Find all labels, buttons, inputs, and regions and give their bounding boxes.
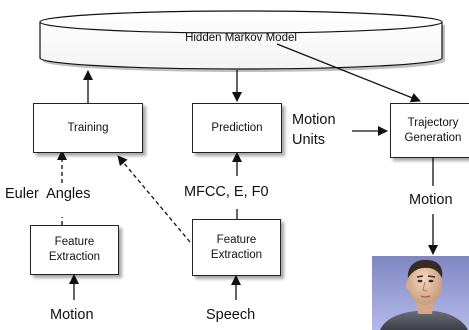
trajectory-generation-line1: Trajectory: [407, 116, 459, 129]
motion-units-line1: Motion: [292, 112, 336, 128]
feature-extraction-mid-line2: Extraction: [210, 248, 263, 261]
mfcc-label: MFCC, E, F0: [184, 184, 269, 200]
prediction-box: Prediction: [192, 103, 282, 153]
feature-extraction-left-box: Feature Extraction: [30, 225, 119, 275]
motion-output-label: Motion: [409, 192, 453, 208]
training-box: Training: [33, 103, 143, 153]
feature-extraction-left-line1: Feature: [54, 236, 95, 248]
prediction-label: Prediction: [211, 121, 263, 134]
trajectory-generation-box: Trajectory Generation: [390, 103, 469, 158]
hmm-title: Hidden Markov Model: [185, 32, 297, 44]
avatar-head-icon: [372, 256, 469, 330]
feature-extraction-left-line2: Extraction: [48, 251, 101, 263]
hmm-cylinder: [39, 10, 445, 72]
motion-units-line2: Units: [292, 132, 326, 148]
euler-angles-label: Euler Angles: [5, 186, 91, 202]
motion-input-label: Motion: [50, 307, 94, 323]
feature-extraction-mid-line1: Feature: [216, 233, 257, 246]
motion-units-label: Motion Units: [292, 110, 336, 150]
edge-hmm-to-trajectory: [276, 43, 421, 103]
edge-features-mid-to-training: [117, 155, 191, 243]
trajectory-generation-line2: Generation: [404, 131, 462, 144]
speech-input-label: Speech: [206, 307, 256, 323]
training-label: Training: [67, 121, 109, 134]
avatar-head-image: [372, 256, 469, 330]
feature-extraction-mid-box: Feature Extraction: [192, 219, 281, 276]
